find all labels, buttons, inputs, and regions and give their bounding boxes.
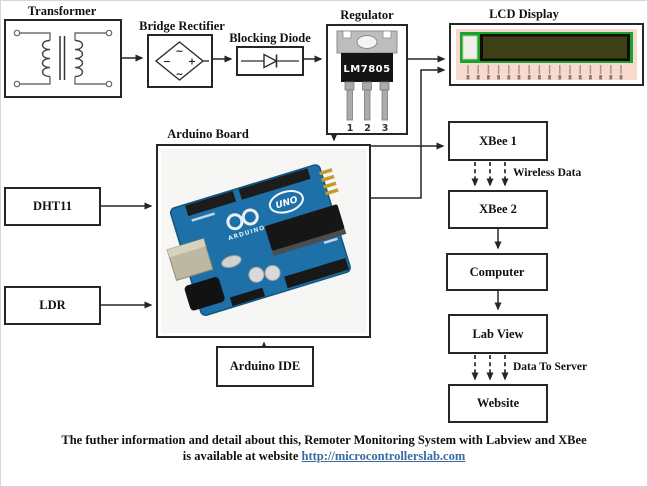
computer-label: Computer <box>469 264 525 279</box>
transformer-block <box>4 19 122 98</box>
capacitor <box>264 264 281 281</box>
arduino-board-block: ARDUINO UNO <box>156 144 371 338</box>
labview-label: Lab View <box>472 326 524 341</box>
xbee1-label: XBee 1 <box>479 133 517 148</box>
website-label: Website <box>476 396 520 410</box>
computer-block: Computer <box>446 253 548 291</box>
svg-text:1: 1 <box>347 123 354 133</box>
ac-symbol-top: ~ <box>176 46 184 57</box>
lm7805-legs <box>344 81 390 121</box>
lm7805-pin-numbers: 1 2 3 <box>347 123 389 133</box>
blocking-diode-title: Blocking Diode <box>229 31 311 45</box>
website-block: Website <box>448 384 548 423</box>
crystal <box>221 254 242 269</box>
transformer-title: Transformer <box>27 4 97 18</box>
dht11-label: DHT11 <box>33 199 72 213</box>
plus-symbol: + <box>188 57 196 68</box>
header-socket <box>284 258 349 289</box>
lcd-pins <box>467 65 622 74</box>
bridge-rectifier-symbol: ~ − + ~ <box>154 41 209 81</box>
arduino-ide-block: Arduino IDE <box>216 346 314 387</box>
svg-text:2: 2 <box>364 123 371 133</box>
power-jack <box>184 277 225 311</box>
ldr-block: LDR <box>4 286 101 325</box>
footer-line2-prefix: is available at website <box>182 449 302 463</box>
gold-pins <box>319 168 339 196</box>
lm7805-graphic: LM7805 1 2 3 <box>336 30 398 133</box>
data-to-server-annotation: Data To Server <box>513 361 588 373</box>
uno-badge <box>268 190 304 214</box>
lcd-display-title: LCD Display <box>489 7 559 21</box>
regulator-block: LM7805 1 2 3 <box>326 24 408 135</box>
arduino-board-title: Arduino Board <box>167 127 249 141</box>
regulator-title: Regulator <box>340 8 394 22</box>
header-socket <box>238 168 311 200</box>
website-link[interactable]: http://microcontrollerslab.com <box>301 449 466 463</box>
ldr-label: LDR <box>39 298 66 312</box>
footer-line2: is available at website http://microcont… <box>1 448 647 464</box>
lcd-pin-labels <box>466 75 623 80</box>
header-socket <box>229 287 266 307</box>
xbee1-block: XBee 1 <box>448 121 548 161</box>
arduino-ide-label: Arduino IDE <box>229 359 301 373</box>
footer-line1: The futher information and detail about … <box>61 433 587 447</box>
blocking-diode-block <box>236 46 304 76</box>
ac-symbol-bottom: ~ <box>176 69 184 80</box>
svg-text:3: 3 <box>382 123 389 133</box>
mcu-chip <box>265 204 345 251</box>
mounting-hole <box>356 35 378 49</box>
lcd-screen <box>483 36 627 59</box>
footer-caption: The futher information and detail about … <box>1 432 647 464</box>
minus-symbol: − <box>163 57 171 68</box>
xbee2-block: XBee 2 <box>448 190 548 229</box>
arduino-infinity-logo <box>226 208 259 231</box>
bridge-rectifier-block: ~ − + ~ <box>147 34 213 88</box>
wireless-data-annotation: Wireless Data <box>513 167 582 179</box>
header-socket <box>185 190 237 217</box>
diode-symbol <box>241 53 299 69</box>
lm7805-label: LM7805 <box>343 64 390 75</box>
lcd-graphic <box>456 29 637 80</box>
bridge-rectifier-title: Bridge Rectifier <box>139 19 225 33</box>
lcd-display-block <box>449 23 644 86</box>
arduino-photo: ARDUINO UNO <box>161 149 366 333</box>
capacitor <box>248 266 265 283</box>
lm7805-body <box>341 53 393 82</box>
transformer-symbol <box>13 29 113 88</box>
labview-block: Lab View <box>448 314 548 354</box>
xbee2-label: XBee 2 <box>479 202 517 216</box>
dht11-block: DHT11 <box>4 187 101 226</box>
